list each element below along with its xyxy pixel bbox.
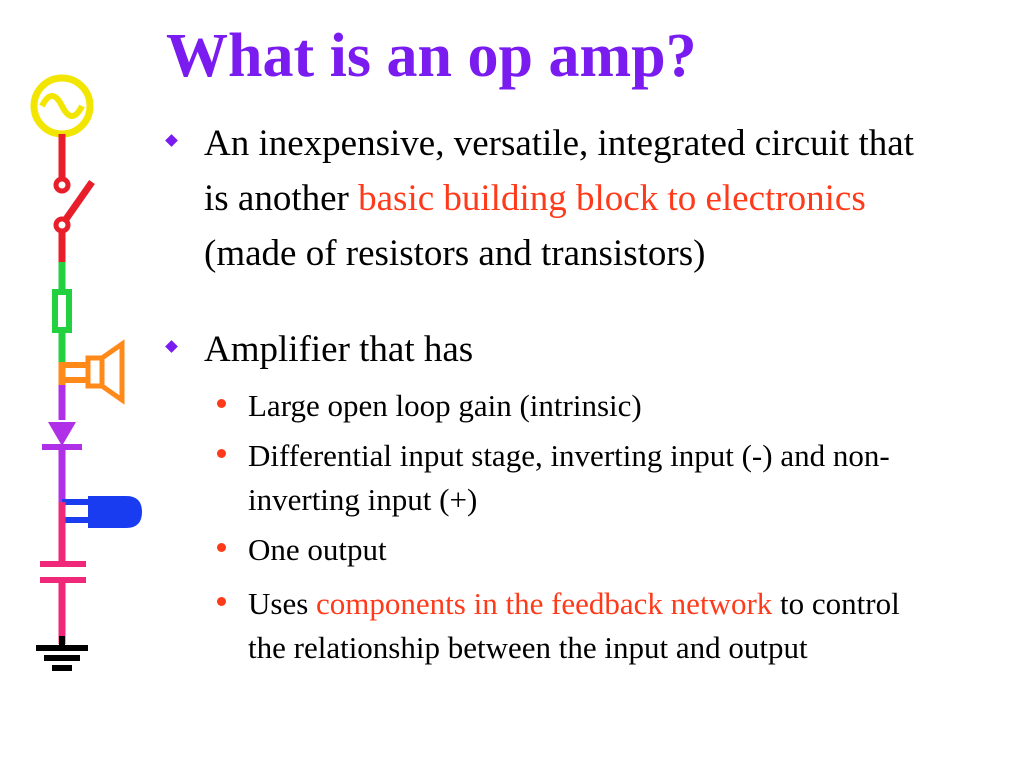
- dot-bullet-icon: [217, 399, 226, 408]
- bullet-item: Amplifier that has: [165, 322, 924, 377]
- bullet-text: (made of resistors and transistors): [204, 233, 706, 274]
- speaker-icon: [58, 339, 125, 405]
- diode-icon: [42, 385, 82, 502]
- sub-bullet-text: Large open loop gain (intrinsic): [248, 388, 642, 423]
- sub-bullet-item: Uses components in the feedback network …: [217, 582, 938, 670]
- bullet-text: An inexpensive, versatile, integrated ci…: [204, 123, 914, 219]
- diamond-bullet-icon: [165, 134, 178, 147]
- circuit-strip: [30, 74, 142, 671]
- bullet-highlight: basic building block to electronics: [358, 178, 866, 219]
- dot-bullet-icon: [217, 449, 226, 458]
- sub-bullet-text: One output: [248, 532, 387, 567]
- ac-source-icon: [30, 74, 94, 138]
- dot-bullet-icon: [217, 597, 226, 606]
- sub-bullet-item: One output: [217, 528, 938, 572]
- bullet-text: Amplifier that has: [204, 329, 474, 370]
- diamond-bullet-icon: [165, 340, 178, 353]
- resistor-icon: [52, 262, 72, 362]
- switch-icon: [53, 134, 95, 262]
- capacitor-icon: [40, 502, 86, 644]
- sub-bullet-item: Differential input stage, inverting inpu…: [217, 434, 938, 522]
- sub-bullet-text: Differential input stage, inverting inpu…: [248, 438, 890, 517]
- slide-title: What is an op amp?: [166, 22, 697, 90]
- sub-bullet-text: to control the relationship between the …: [248, 586, 900, 665]
- ground-icon: [36, 636, 88, 671]
- dot-bullet-icon: [217, 543, 226, 552]
- sub-bullet-highlight: components in the feedback network: [316, 586, 773, 621]
- bullet-item: An inexpensive, versatile, integrated ci…: [165, 116, 924, 281]
- led-icon: [62, 496, 142, 528]
- sub-bullet-item: Large open loop gain (intrinsic): [217, 384, 938, 428]
- sub-bullet-text: Uses: [248, 586, 317, 621]
